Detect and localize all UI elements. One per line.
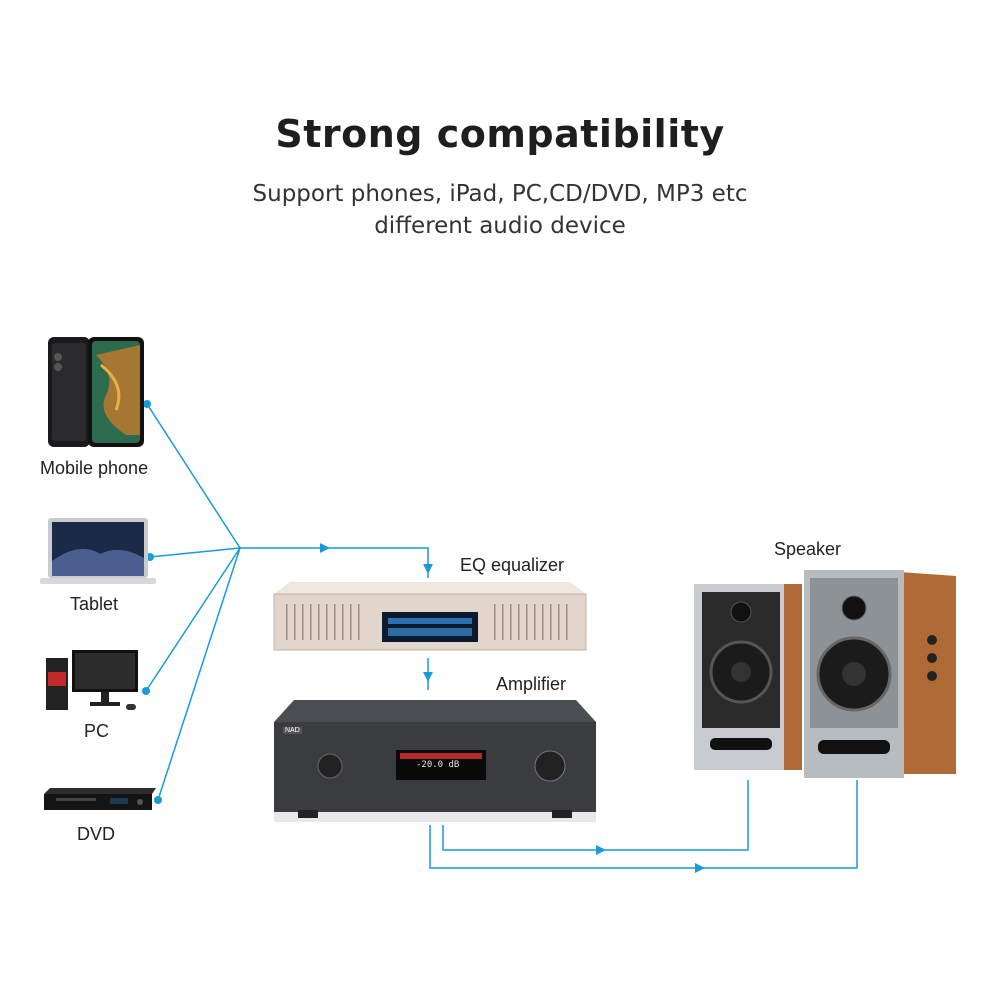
amplifier-display-readout: -20.0 dB	[416, 760, 460, 770]
wire-phone	[146, 403, 241, 549]
mobile-phone-icon	[48, 337, 144, 447]
speakers-icon	[694, 570, 956, 778]
wire-amp-to-right-speaker	[429, 780, 858, 869]
amplifier-brand-badge: NAD	[283, 727, 302, 734]
subtitle-line-2: different audio device	[374, 213, 626, 239]
wire-dvd	[157, 547, 241, 801]
eq-equalizer-icon	[273, 582, 587, 651]
connector-dot-phone	[143, 400, 151, 408]
arrow-down-icon	[423, 564, 433, 574]
desktop-pc-icon	[46, 650, 138, 710]
arrow-down-icon	[423, 672, 433, 682]
source-label-tablet: Tablet	[70, 594, 119, 614]
source-label-pc: PC	[84, 721, 110, 741]
speaker-label: Speaker	[774, 539, 842, 559]
laptop-icon	[40, 518, 156, 584]
page-title: Strong compatibility	[275, 112, 725, 156]
eq-label: EQ equalizer	[460, 555, 565, 575]
arrow-right-icon	[596, 845, 606, 855]
wire-tablet	[149, 547, 241, 558]
wire-amp-to-left-speaker	[442, 780, 749, 851]
subtitle-line-1: Support phones, iPad, PC,CD/DVD, MP3 etc	[252, 181, 748, 207]
amplifier-label: Amplifier	[496, 674, 567, 694]
connector-dot-pc	[142, 687, 150, 695]
amplifier-icon	[274, 700, 596, 822]
page-subtitle: Support phones, iPad, PC,CD/DVD, MP3 etc…	[0, 178, 1000, 242]
dvd-player-icon	[44, 788, 156, 810]
arrow-right-icon	[695, 863, 705, 873]
wire-pc	[145, 547, 241, 692]
source-label-dvd: DVD	[77, 824, 116, 844]
wire-to-eq	[240, 547, 429, 578]
connector-dot-dvd	[154, 796, 162, 804]
arrow-right-icon	[320, 543, 330, 553]
source-label-mobile-phone: Mobile phone	[40, 458, 149, 478]
